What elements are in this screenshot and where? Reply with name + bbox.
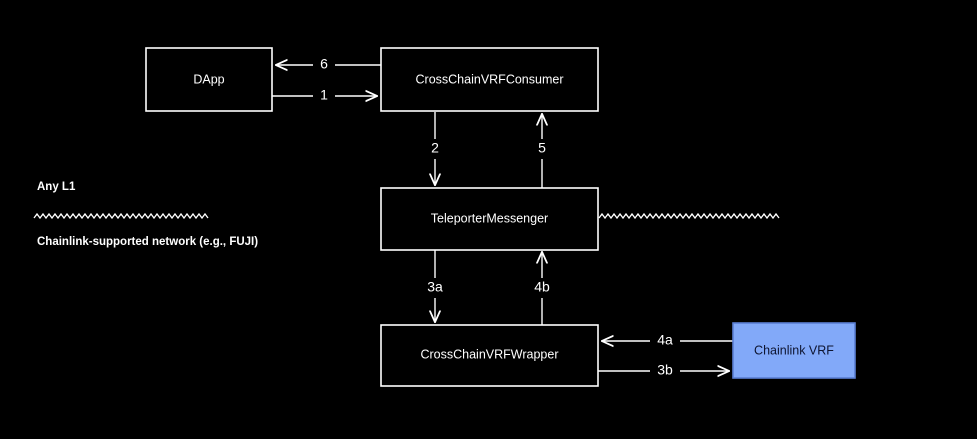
node-teleportermessenger-box[interactable] [380, 187, 599, 251]
edge-6-label: 6 [320, 56, 328, 72]
node-teleportermessenger-label: TeleporterMessenger [431, 211, 548, 225]
edge-3a-label-bg [420, 278, 450, 298]
node-chainlink-vrf-label: Chainlink VRF [754, 343, 834, 357]
edge-1-label: 1 [320, 87, 328, 103]
node-crosschainvrfconsumer-box[interactable] [380, 47, 599, 112]
node-crosschainvrfwrapper-box[interactable] [380, 324, 599, 387]
edge-4b-label-bg [527, 278, 557, 298]
edge-3b-label: 3b [657, 362, 673, 378]
node-dapp-label: DApp [193, 72, 224, 86]
node-dapp[interactable]: DApp [145, 47, 273, 112]
edge-2-label: 2 [431, 140, 439, 156]
zone-label-any-l1: Any L1 [37, 181, 76, 193]
edge-1-label-bg [313, 85, 335, 105]
node-chainlink-vrf[interactable]: Chainlink VRF [732, 322, 856, 379]
edge-4b-label: 4b [534, 279, 550, 295]
network-divider-right [598, 212, 780, 220]
node-chainlink-vrf-box[interactable] [732, 322, 856, 379]
edge-4a-label: 4a [657, 332, 673, 348]
node-crosschainvrfwrapper-label: CrossChainVRFWrapper [420, 347, 558, 361]
node-dapp-box[interactable] [145, 47, 273, 112]
edge-5-label: 5 [538, 140, 546, 156]
node-crosschainvrfconsumer[interactable]: CrossChainVRFConsumer [380, 47, 599, 112]
node-crosschainvrfwrapper[interactable]: CrossChainVRFWrapper [380, 324, 599, 387]
edge-2-label-bg [424, 139, 446, 159]
node-teleportermessenger[interactable]: TeleporterMessenger [380, 187, 599, 251]
edge-5-label-bg [531, 139, 553, 159]
edge-4a-label-bg [650, 331, 680, 351]
node-crosschainvrfconsumer-label: CrossChainVRFConsumer [416, 72, 564, 86]
edge-3b-label-bg [650, 361, 680, 381]
network-divider-left [33, 212, 209, 220]
edge-6-label-bg [313, 54, 335, 74]
edge-3a-label: 3a [427, 279, 443, 295]
zone-label-chainlink-network: Chainlink-supported network (e.g., FUJI) [37, 236, 258, 248]
